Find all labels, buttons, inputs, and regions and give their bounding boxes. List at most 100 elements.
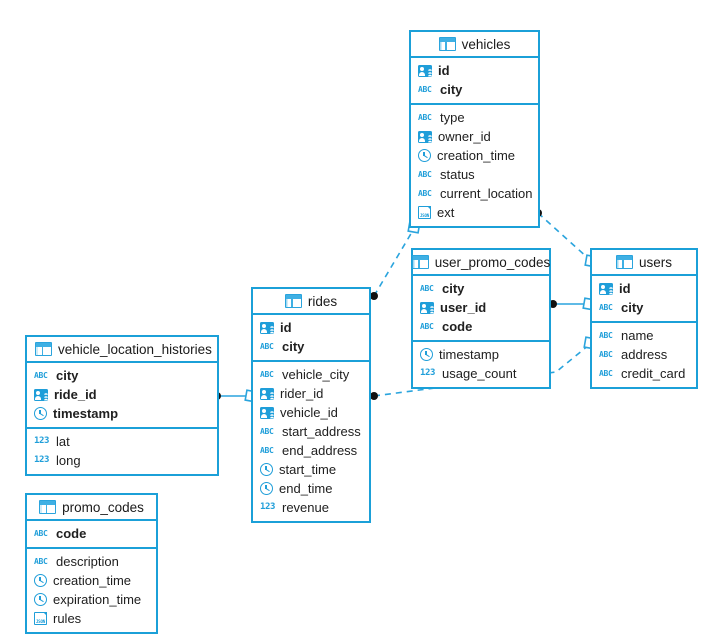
key-row-users-id[interactable]: id [592, 279, 696, 298]
column-label: code [442, 319, 473, 334]
table-icon [39, 500, 57, 514]
table-icon [35, 342, 52, 356]
abc-icon: ABC [599, 331, 613, 340]
clock-icon [420, 348, 433, 361]
column-row-rides-start_time[interactable]: start_time [253, 460, 369, 479]
json-icon [34, 611, 48, 625]
key-row-vehicle_location_histories-timestamp[interactable]: timestamp [27, 404, 217, 423]
column-row-rides-end_time[interactable]: end_time [253, 479, 369, 498]
column-row-vehicles-ext[interactable]: ext [411, 203, 538, 222]
column-row-rides-start_address[interactable]: ABC start_address [253, 422, 369, 441]
clock-icon [260, 482, 273, 495]
column-label: id [280, 320, 292, 335]
abc-icon: ABC [418, 189, 432, 198]
id-icon [418, 64, 432, 77]
table-title-vehicles[interactable]: vehicles [411, 32, 538, 58]
column-row-vehicle_location_histories-lat[interactable]: 123 lat [27, 432, 217, 451]
column-label: vehicle_id [280, 405, 338, 420]
clock-icon [34, 593, 47, 606]
table-title-promo_codes[interactable]: promo_codes [27, 495, 156, 521]
key-row-users-city[interactable]: ABC city [592, 298, 696, 317]
column-row-vehicles-creation_time[interactable]: creation_time [411, 146, 538, 165]
column-row-rides-vehicle_id[interactable]: vehicle_id [253, 403, 369, 422]
abc-icon: ABC [599, 303, 613, 312]
key-row-rides-id[interactable]: id [253, 318, 369, 337]
column-row-promo_codes-expiration_time[interactable]: expiration_time [27, 590, 156, 609]
id-icon [34, 388, 48, 401]
table-name-label: vehicle_location_histories [58, 341, 212, 357]
key-row-vehicle_location_histories-ride_id[interactable]: ride_id [27, 385, 217, 404]
abc-icon: ABC [260, 427, 274, 436]
abc-icon: ABC [34, 557, 48, 566]
column-row-user_promo_codes-timestamp[interactable]: timestamp [413, 345, 549, 364]
column-label: code [56, 526, 87, 541]
abc-icon: ABC [420, 284, 434, 293]
relationship-user-promo-codes-to-users[interactable] [549, 297, 596, 311]
table-icon [411, 255, 429, 269]
relationship-line [373, 231, 413, 297]
123-icon: 123 [420, 368, 436, 378]
table-title-user_promo_codes[interactable]: user_promo_codes [411, 250, 551, 276]
id-icon [420, 301, 434, 314]
abc-icon: ABC [260, 446, 274, 455]
abc-icon: ABC [260, 342, 274, 351]
abc-icon: ABC [599, 350, 613, 359]
table-name-label: user_promo_codes [434, 254, 551, 270]
column-label: id [619, 281, 631, 296]
column-label: start_address [282, 424, 361, 439]
column-label: city [442, 281, 465, 296]
column-label: type [440, 110, 465, 125]
table-title-users[interactable]: users [592, 250, 696, 276]
id-icon [260, 406, 274, 419]
abc-icon: ABC [418, 85, 432, 94]
key-row-user_promo_codes-user_id[interactable]: user_id [413, 298, 549, 317]
column-label: usage_count [442, 366, 517, 381]
column-label: creation_time [437, 148, 516, 163]
123-icon: 123 [260, 502, 276, 512]
key-row-user_promo_codes-city[interactable]: ABC city [413, 279, 549, 298]
cardinality-many-endpoint [370, 392, 378, 400]
column-row-promo_codes-rules[interactable]: rules [27, 609, 156, 628]
table-name-label: promo_codes [62, 499, 144, 515]
123-icon: 123 [34, 436, 50, 446]
column-row-vehicles-owner_id[interactable]: owner_id [411, 127, 538, 146]
table-title-vehicle_location_histories[interactable]: vehicle_location_histories [27, 337, 217, 363]
abc-icon: ABC [420, 322, 434, 331]
column-label: lat [56, 434, 70, 449]
key-row-user_promo_codes-code[interactable]: ABC code [413, 317, 549, 336]
table-title-rides[interactable]: rides [253, 289, 369, 315]
column-row-user_promo_codes-usage_count[interactable]: 123 usage_count [413, 364, 549, 383]
key-row-vehicles-id[interactable]: id [411, 61, 538, 80]
column-label: city [621, 300, 644, 315]
column-label: start_time [279, 462, 337, 477]
column-row-promo_codes-creation_time[interactable]: creation_time [27, 571, 156, 590]
abc-icon: ABC [34, 371, 48, 380]
column-row-rides-rider_id[interactable]: rider_id [253, 384, 369, 403]
clock-icon [260, 463, 273, 476]
